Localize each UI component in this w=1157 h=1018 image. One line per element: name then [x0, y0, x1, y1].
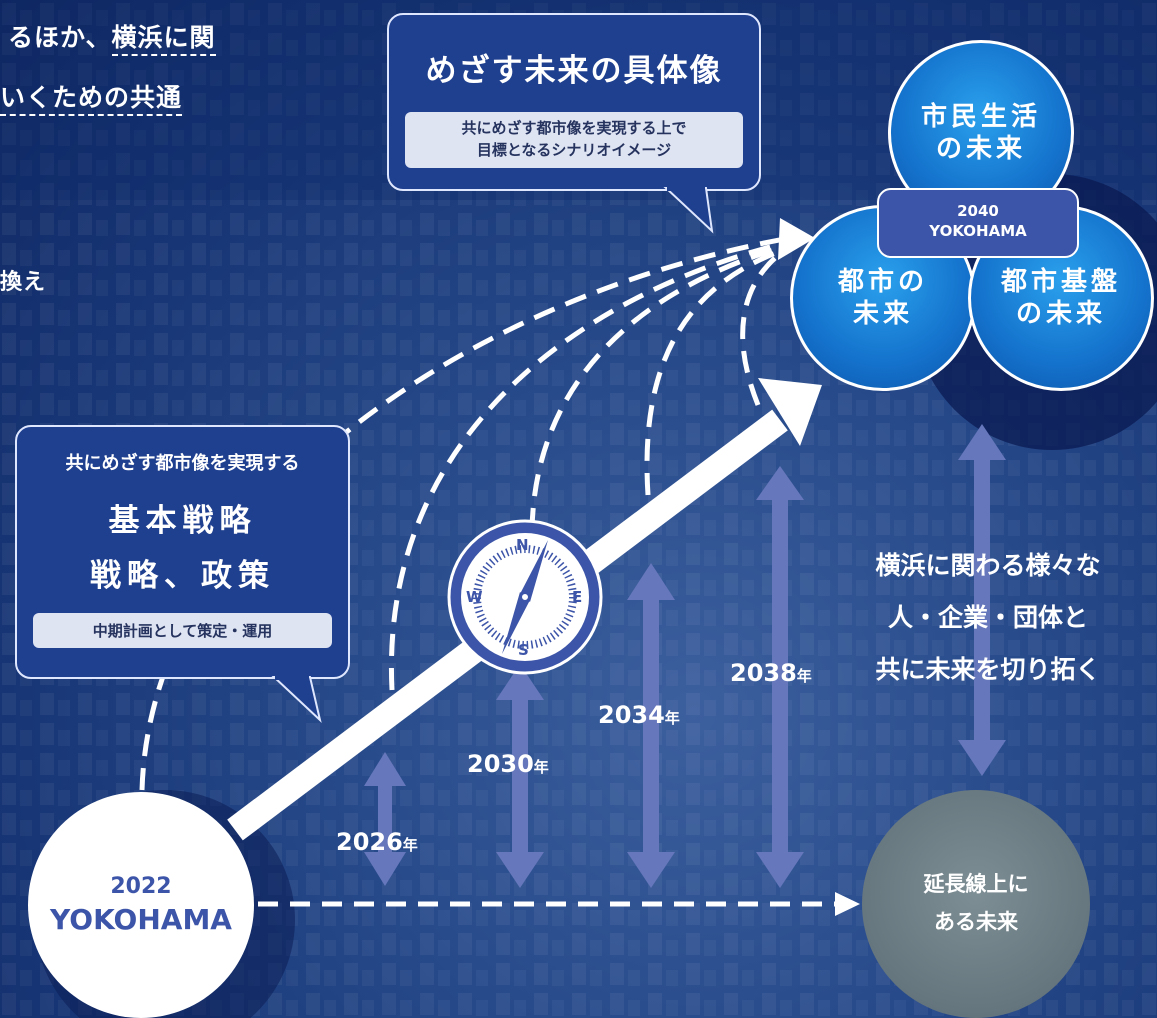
- compass-n-label: N: [516, 536, 529, 554]
- future-bubble-tail: [663, 187, 714, 234]
- future-image-bubble: めざす未来の具体像 共にめざす都市像を実現する上で 目標となるシナリオイメージ: [387, 13, 761, 191]
- strategy-bubble-tail: [271, 676, 322, 723]
- target-year: 2040: [957, 202, 999, 220]
- dashed-path-2026: [388, 240, 786, 691]
- future-image-title: めざす未来の具体像: [425, 53, 723, 89]
- main-arrow-head: [758, 378, 822, 446]
- milestone-2034: 2034年: [598, 701, 680, 729]
- extension-future-circle: 延長線上に ある未来: [862, 790, 1090, 1018]
- milestone-2026: 2026年: [336, 828, 418, 856]
- strategy-line2: 戦略、政策: [90, 558, 275, 594]
- extension-arrowhead: [835, 892, 860, 916]
- compass-e-label: E: [572, 588, 583, 606]
- top-text-line1-prefix: るほか、: [8, 23, 112, 52]
- start-year: 2022: [110, 874, 172, 899]
- start-name: YOKOHAMA: [50, 903, 232, 936]
- compass-s-label: S: [518, 641, 529, 659]
- top-text-line1: るほか、横浜に関: [8, 18, 216, 56]
- start-circle: 2022 YOKOHAMA: [28, 792, 254, 1018]
- dashed-path-2038: [740, 256, 777, 406]
- dashed-path-2034: [644, 249, 779, 496]
- top-text-line1-emph: 横浜に関: [111, 23, 216, 56]
- dashed-path-2030: [529, 245, 781, 531]
- arrow-2038: [756, 466, 804, 888]
- arrow-2026: [364, 752, 406, 886]
- target-name: YOKOHAMA: [929, 221, 1027, 240]
- target-label: 2040 YOKOHAMA: [877, 188, 1079, 258]
- strategy-pill: 中期計画として策定・運用: [33, 613, 332, 648]
- arrow-collab: [958, 424, 1006, 776]
- collaboration-text: 横浜に関わる様々な 人・企業・団体と 共に未来を切り拓く: [875, 551, 1101, 684]
- future-image-subtitle: 共にめざす都市像を実現する上で 目標となるシナリオイメージ: [405, 112, 743, 168]
- milestone-2030: 2030年: [467, 750, 549, 778]
- compass-w-label: W: [466, 588, 483, 606]
- milestone-arrows: [364, 424, 1006, 888]
- target-arrowhead: [778, 218, 815, 260]
- arrow-2030: [496, 664, 544, 888]
- top-text-line2: いくための共通: [0, 78, 183, 116]
- top-text-line3: 換え: [0, 270, 47, 295]
- arrow-2034: [627, 563, 675, 888]
- compass: [447, 519, 603, 675]
- strategy-line1: 基本戦略: [108, 503, 257, 539]
- milestone-2038: 2038年: [730, 659, 812, 687]
- strategy-bubble: 共にめざす都市像を実現する 基本戦略 戦略、政策 中期計画として策定・運用: [15, 425, 350, 679]
- strategy-head: 共にめざす都市像を実現する: [65, 453, 300, 474]
